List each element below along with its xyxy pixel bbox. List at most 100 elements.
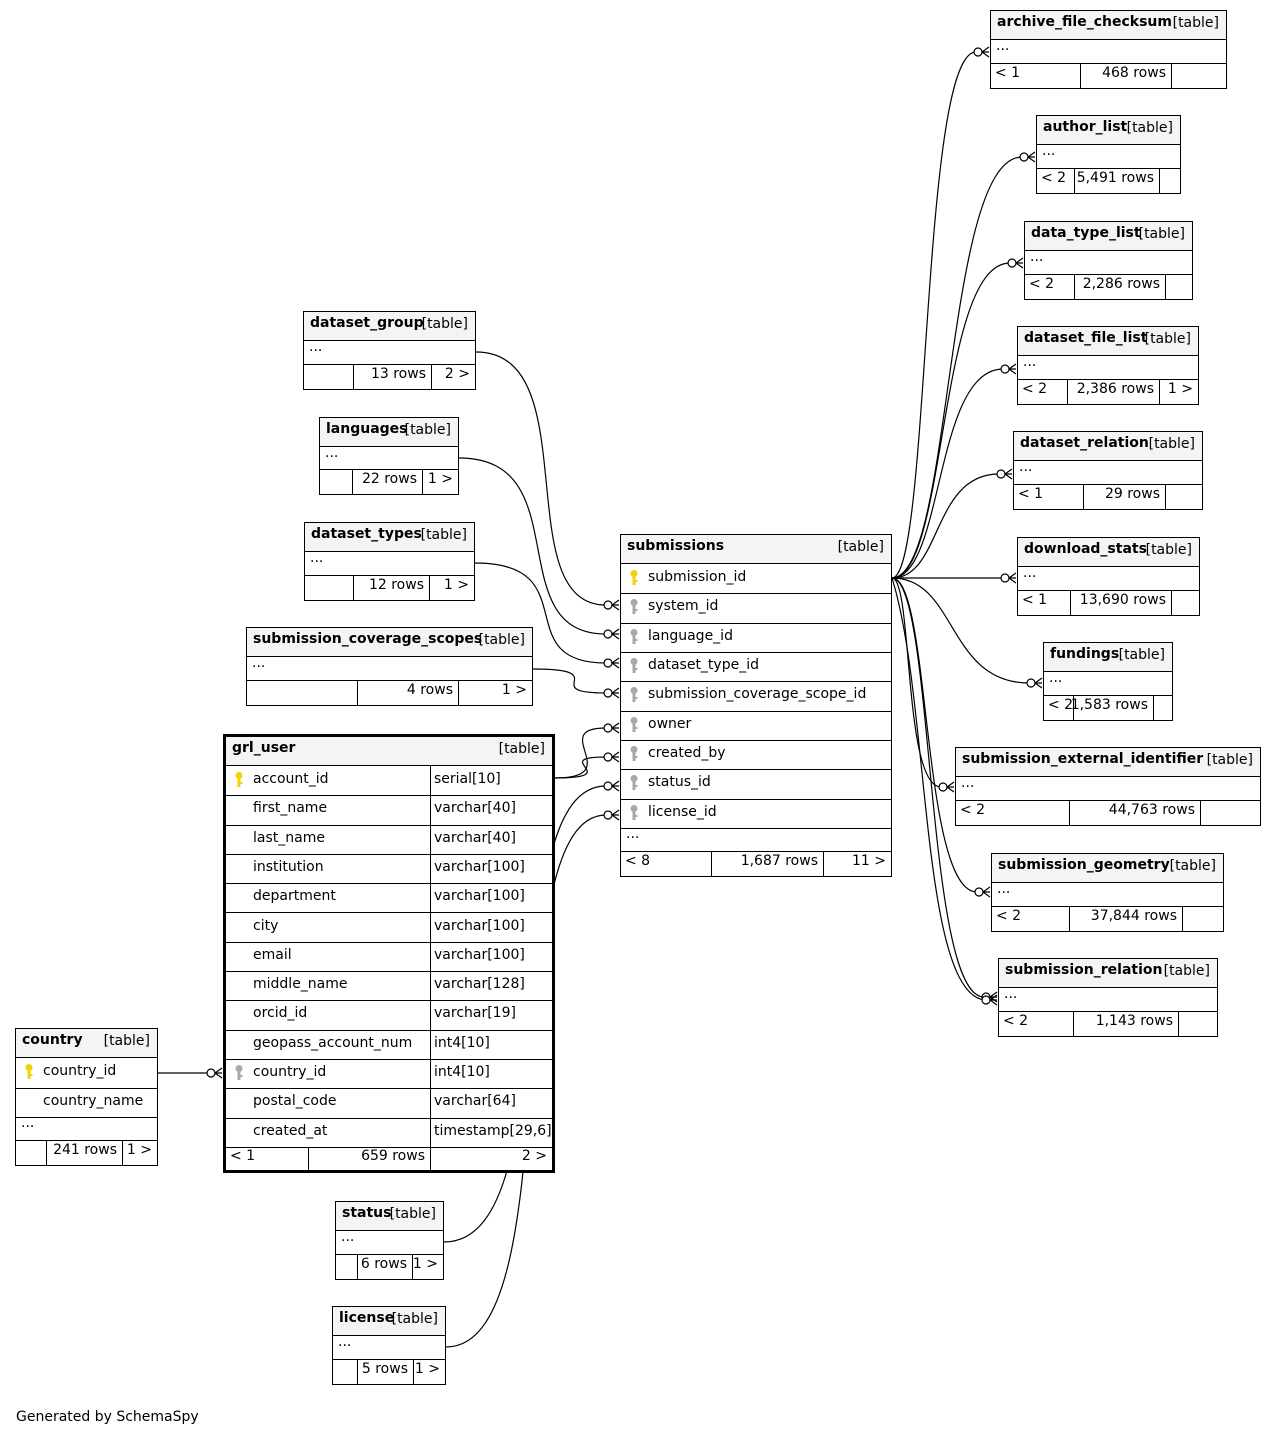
- column-row[interactable]: status_id: [621, 769, 891, 800]
- table-name[interactable]: grl_user: [232, 740, 296, 756]
- table-name[interactable]: download_stats: [1024, 541, 1147, 557]
- table-dataset-file-list[interactable]: dataset_file_list [table] ... < 2 2,386 …: [1017, 326, 1199, 405]
- table-name[interactable]: dataset_group: [310, 315, 424, 331]
- ellipsis: ...: [1019, 459, 1033, 475]
- column-type: varchar[40]: [434, 800, 516, 817]
- parents-count: < 1: [1018, 486, 1044, 502]
- edge-submissions-fundings: [891, 577, 1043, 689]
- children-count-cell[interactable]: 11 >: [823, 852, 891, 876]
- table-name[interactable]: submission_relation: [1005, 962, 1163, 978]
- children-count[interactable]: 2 >: [444, 366, 470, 382]
- children-count[interactable]: 1 >: [501, 682, 527, 698]
- table-name[interactable]: submissions: [627, 538, 725, 554]
- children-count[interactable]: 2 >: [521, 1148, 547, 1164]
- column-row[interactable]: dataset_type_id: [621, 652, 891, 683]
- table-dataset-relation[interactable]: dataset_relation [table] ... < 1 29 rows: [1013, 431, 1203, 510]
- table-name[interactable]: dataset_file_list: [1024, 330, 1148, 346]
- primary-key-icon: [630, 570, 638, 585]
- table-name[interactable]: dataset_relation: [1020, 435, 1149, 451]
- children-count-cell[interactable]: 1 >: [422, 470, 458, 494]
- table-type-tag: [table]: [1118, 647, 1165, 663]
- column-row[interactable]: owner: [621, 711, 891, 741]
- column-row[interactable]: country_name: [16, 1088, 157, 1118]
- table-name[interactable]: submission_coverage_scopes: [253, 631, 483, 647]
- column-row[interactable]: submission_coverage_scope_id: [621, 681, 891, 712]
- column-row[interactable]: country_id: [16, 1058, 157, 1089]
- parents-count-cell: < 1: [1018, 591, 1070, 615]
- table-name[interactable]: submission_external_identifier: [962, 751, 1204, 767]
- table-download-stats[interactable]: download_stats [table] ... < 1 13,690 ro…: [1017, 537, 1200, 616]
- row-count: 37,844 rows: [1090, 908, 1177, 924]
- table-footer: < 2 2,386 rows 1 >: [1018, 380, 1198, 404]
- children-count[interactable]: 1 >: [126, 1142, 152, 1158]
- children-count[interactable]: 1 >: [412, 1256, 438, 1272]
- ellipsis: ...: [325, 445, 339, 461]
- table-data-type-list[interactable]: data_type_list [table] ... < 2 2,286 row…: [1024, 221, 1193, 300]
- table-name[interactable]: license: [339, 1310, 395, 1326]
- table-dataset-group[interactable]: dataset_group [table] ... 13 rows 2 >: [303, 311, 476, 390]
- table-name[interactable]: languages: [326, 421, 408, 437]
- children-count-cell[interactable]: 2 >: [430, 1147, 552, 1170]
- ellipsis: ...: [961, 775, 975, 791]
- table-languages[interactable]: languages [table] ... 22 rows 1 >: [319, 417, 459, 495]
- row-count: 13,690 rows: [1079, 592, 1166, 608]
- table-archive-file-checksum[interactable]: archive_file_checksum [table] ... < 1 46…: [990, 10, 1227, 89]
- children-count-cell[interactable]: 1 >: [1159, 380, 1198, 404]
- column-row[interactable]: created_by: [621, 740, 891, 771]
- table-author-list[interactable]: author_list [table] ... < 2 5,491 rows: [1036, 115, 1181, 194]
- children-count-cell[interactable]: 1 >: [122, 1141, 157, 1165]
- children-count-cell[interactable]: 1 >: [458, 681, 532, 705]
- table-submission-relation[interactable]: submission_relation [table] ... < 2 1,14…: [998, 958, 1218, 1037]
- table-name[interactable]: country: [22, 1032, 83, 1048]
- table-footer: < 2 2,286 rows: [1025, 275, 1192, 299]
- children-count[interactable]: 1 >: [1167, 381, 1193, 397]
- table-status[interactable]: status [table] ... 6 rows 1 >: [335, 1201, 444, 1280]
- table-footer: < 2 37,844 rows: [992, 907, 1223, 931]
- table-name[interactable]: submission_geometry: [998, 857, 1170, 873]
- children-count[interactable]: 1 >: [414, 1361, 440, 1377]
- table-fundings[interactable]: fundings [table] ... < 2 1,583 rows: [1043, 642, 1173, 721]
- children-count-cell[interactable]: 1 >: [413, 1360, 445, 1384]
- table-name[interactable]: data_type_list: [1031, 225, 1141, 241]
- table-name[interactable]: dataset_types: [311, 526, 422, 542]
- table-name[interactable]: author_list: [1043, 119, 1128, 135]
- table-submission-geometry[interactable]: submission_geometry [table] ... < 2 37,8…: [991, 853, 1224, 932]
- children-count[interactable]: 11 >: [852, 853, 886, 869]
- table-name[interactable]: status: [342, 1205, 392, 1221]
- children-count-cell[interactable]: 2 >: [431, 365, 475, 389]
- row-count-cell: 22 rows: [352, 470, 422, 494]
- table-name[interactable]: fundings: [1050, 646, 1120, 662]
- column-row[interactable]: submission_id: [621, 564, 891, 595]
- children-count-cell[interactable]: 1 >: [412, 1255, 443, 1279]
- column-row[interactable]: system_id: [621, 593, 891, 624]
- table-submission-external-identifier[interactable]: submission_external_identifier [table] .…: [955, 747, 1261, 826]
- table-dataset-types[interactable]: dataset_types [table] ... 12 rows 1 >: [304, 522, 475, 601]
- children-count[interactable]: 1 >: [443, 577, 469, 593]
- column-divider: [430, 1029, 431, 1059]
- children-count-cell[interactable]: 1 >: [429, 576, 474, 600]
- table-license[interactable]: license [table] ... 5 rows 1 >: [332, 1306, 446, 1385]
- column-row[interactable]: license_id: [621, 799, 891, 829]
- table-name[interactable]: archive_file_checksum: [997, 14, 1172, 30]
- column-row[interactable]: language_id: [621, 623, 891, 653]
- children-count[interactable]: 1 >: [427, 471, 453, 487]
- row-count: 1,583 rows: [1070, 697, 1148, 713]
- table-submission-coverage-scopes[interactable]: submission_coverage_scopes [table] ... 4…: [246, 627, 533, 706]
